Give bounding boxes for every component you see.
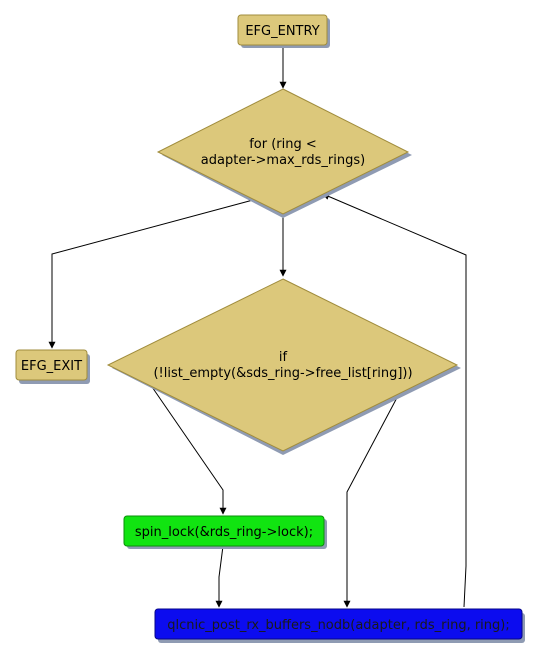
post-node: qlcnic_post_rx_buffers_nodb(adapter, rds… bbox=[154, 608, 525, 643]
edges bbox=[48, 46, 467, 608]
lock-node: spin_lock(&rds_ring->lock); bbox=[123, 515, 327, 549]
lock-label: spin_lock(&rds_ring->lock); bbox=[135, 525, 313, 540]
loop-label-line2: adapter->max_rds_rings) bbox=[201, 153, 365, 168]
entry-label: EFG_ENTRY bbox=[245, 24, 319, 39]
entry-box bbox=[237, 14, 328, 46]
cond-decision-node: if (!list_empty(&sds_ring->free_list[rin… bbox=[106, 278, 461, 455]
edge-lock-to-post bbox=[215, 545, 224, 608]
edge-loop-to-exit bbox=[48, 199, 254, 349]
lock-box bbox=[123, 515, 325, 547]
post-label: qlcnic_post_rx_buffers_nodb(adapter, rds… bbox=[167, 618, 510, 633]
exit-box bbox=[15, 349, 88, 381]
edge-post-back-to-loop bbox=[322, 193, 467, 608]
loop-label-line1: for (ring < bbox=[249, 137, 317, 152]
exit-node: EFG_EXIT bbox=[15, 349, 90, 384]
cond-diamond bbox=[106, 278, 459, 452]
loop-diamond bbox=[156, 88, 410, 215]
exit-label: EFG_EXIT bbox=[21, 359, 82, 374]
edge-cond-to-post bbox=[343, 391, 401, 608]
edge-cond-to-lock bbox=[149, 383, 227, 515]
entry-node: EFG_ENTRY bbox=[237, 14, 330, 48]
cond-label-line2: (!list_empty(&sds_ring->free_list[ring])… bbox=[153, 366, 412, 381]
loop-decision-node: for (ring < adapter->max_rds_rings) bbox=[156, 88, 412, 218]
cond-label-line1: if bbox=[279, 350, 288, 365]
post-box bbox=[154, 608, 523, 640]
